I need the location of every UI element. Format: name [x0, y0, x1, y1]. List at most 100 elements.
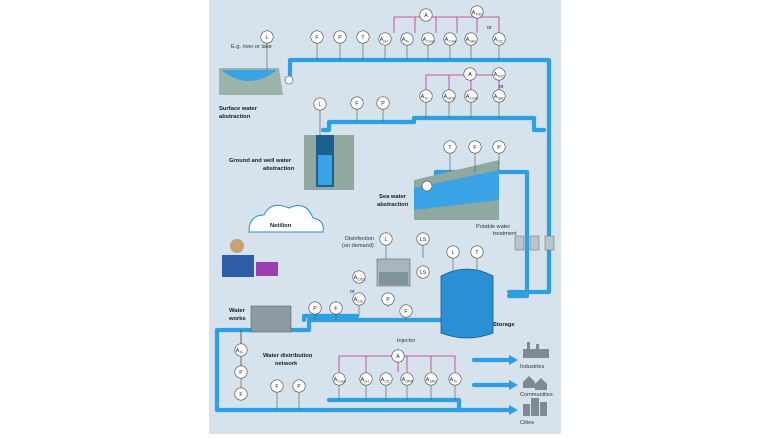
instrument-subscript: pH [365, 380, 370, 384]
instrument-code: P [381, 101, 385, 107]
instrument-subscript: Cl2 [358, 300, 363, 304]
main-supply-pipe [287, 57, 552, 295]
cities-icon [523, 398, 547, 416]
instrument-code: F [239, 392, 242, 398]
treatment-module-2 [529, 235, 540, 251]
instrument-code: F [404, 309, 407, 315]
instrument-subscript: ClO2 [358, 278, 366, 282]
surface-source-label: E.g. river or lake [231, 44, 272, 50]
instrument-f-icon[interactable]: F [399, 304, 413, 318]
instrument-code: A [402, 37, 406, 43]
instrument-l-icon[interactable]: L [260, 30, 274, 44]
arrow-cities [509, 405, 518, 415]
instrument-p-icon[interactable]: P [333, 30, 347, 44]
instrument-code: LS [420, 237, 427, 243]
instrument-p-icon[interactable]: P [376, 96, 390, 110]
instrument-l-icon[interactable]: L [446, 245, 460, 259]
sea-title-line1: Sea water [379, 194, 407, 200]
or-label-left: or [350, 289, 355, 295]
process-diagram-canvas: E.g. river or lake Surface water abstrac… [209, 0, 561, 434]
or-label-top: or [487, 25, 492, 31]
communities-icon [523, 376, 547, 390]
instrument-a-icon[interactable]: A [463, 67, 477, 81]
instrument-t-icon[interactable]: T [443, 140, 457, 154]
netilion-label: Netilion [270, 223, 292, 229]
storage-label: Storage [493, 322, 515, 328]
instrument-a-icon[interactable]: A [391, 349, 405, 363]
instrument-p-icon[interactable]: P [492, 140, 506, 154]
instrument-code: A [236, 348, 240, 354]
treatment-module-3 [544, 235, 555, 251]
instrument-code: A [361, 377, 365, 383]
instrument-subscript: Color [449, 40, 458, 44]
instrument-subscript: Cl2 [385, 380, 390, 384]
instrument-code: A [445, 37, 449, 43]
arrow-communities [509, 380, 518, 390]
water-process-diagram: E.g. river or lake Surface water abstrac… [214, 5, 555, 426]
instrument-code: A [426, 377, 430, 383]
instrument-f-icon[interactable]: F [310, 30, 324, 44]
instrument-p-icon[interactable]: P [292, 379, 306, 393]
instrument-p-icon[interactable]: P [381, 292, 395, 306]
instrument-code: A [450, 377, 454, 383]
instrument-l-icon[interactable]: L [379, 232, 393, 246]
surface-title-line2: abstraction [219, 114, 251, 120]
instrument-code: A [354, 297, 358, 303]
distribution-loop-pipe [326, 397, 462, 413]
injector-label: Injector [397, 338, 415, 344]
instrument-code: A [334, 377, 338, 383]
instrument-code: F [275, 384, 278, 390]
instrument-f-icon[interactable]: F [350, 96, 364, 110]
instrument-subscript: Cond [338, 380, 346, 384]
industries-icon [523, 342, 549, 358]
instrument-code: A [494, 37, 498, 43]
sea-pump-icon [421, 180, 433, 192]
instrument-f-icon[interactable]: F [468, 140, 482, 154]
storage-tank [440, 268, 494, 339]
ground-well-water [318, 155, 332, 185]
instrument-ls-icon[interactable]: LS [416, 265, 430, 279]
instrument-a-icon[interactable]: A [419, 8, 433, 22]
instrument-t-icon[interactable]: T [470, 245, 484, 259]
instrument-code: LS [420, 270, 427, 276]
instrument-p-icon[interactable]: P [234, 365, 248, 379]
instrument-l-icon[interactable]: L [313, 97, 327, 111]
instrument-subscript: SAC [498, 97, 506, 101]
instrument-code: A [494, 72, 498, 78]
or-label-mid: or [499, 84, 504, 90]
instrument-ls-icon[interactable]: LS [416, 232, 430, 246]
potable-line1: Potable water [476, 224, 510, 230]
instrument-code: A [423, 37, 427, 43]
instrument-p-icon[interactable]: P [308, 301, 322, 315]
tablet-device [256, 262, 278, 276]
consumer-industries: Industries [520, 364, 544, 370]
instrument-f-icon[interactable]: F [270, 379, 284, 393]
sea-title-line2: abstraction [377, 202, 409, 208]
instrument-f-icon[interactable]: F [329, 301, 343, 315]
instrument-subscript: TOC [498, 75, 506, 79]
instrument-f-icon[interactable]: F [234, 387, 248, 401]
instrument-t-icon[interactable]: T [356, 30, 370, 44]
instrument-subscript: NO3 [448, 97, 455, 101]
